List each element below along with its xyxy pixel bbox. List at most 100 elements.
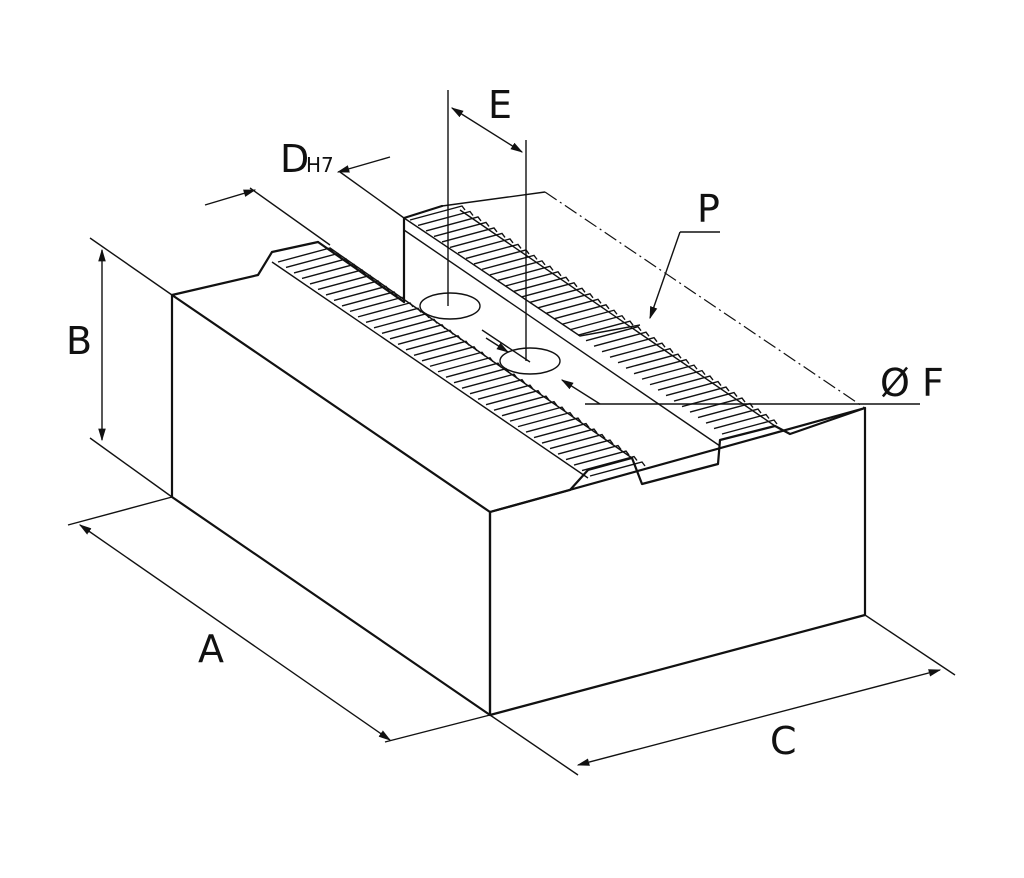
serration-tooth: [481, 254, 538, 271]
serration-tooth: [381, 318, 438, 335]
serration-tooth: [617, 347, 674, 364]
serration-tooth: [437, 356, 494, 373]
serration-tooth: [469, 378, 526, 395]
leader-f: [560, 379, 601, 405]
serration-tooth: [457, 238, 514, 254]
serration-tooth: [585, 325, 642, 342]
serration-tooth: [405, 334, 462, 351]
groove-lines: [271, 209, 776, 479]
serration-tooth: [505, 271, 562, 287]
serration-tooth: [333, 285, 390, 302]
dimension-d: [204, 156, 405, 246]
serration-tooth: [301, 263, 358, 280]
serration-tooth: [545, 298, 602, 314]
serration-tooth: [681, 391, 738, 408]
serration-tooth: [577, 320, 634, 336]
serration-tooth: [525, 417, 582, 433]
serration-tooth: [557, 439, 614, 455]
serration-tooth: [593, 331, 650, 347]
serration-tooth: [541, 428, 598, 444]
serration-tooth: [389, 324, 446, 340]
serration-tooth: [429, 351, 486, 367]
serration-tooth: [441, 227, 498, 243]
serration-tooth: [397, 329, 454, 345]
serration-tooth: [509, 406, 566, 422]
serration-tooth: [285, 252, 342, 269]
serration-tooth: [309, 269, 366, 285]
serration-tooth: [565, 444, 622, 461]
serration-tooth: [409, 205, 466, 221]
serrations-right: [409, 205, 778, 435]
serration-tooth: [461, 373, 518, 389]
dimension-b: [89, 237, 173, 498]
serration-tooth: [533, 422, 590, 439]
serration-tooth: [649, 369, 706, 386]
serration-tooth: [293, 258, 350, 274]
serration-tooth: [625, 353, 682, 369]
label-c: C: [770, 719, 797, 763]
serration-tooth: [589, 461, 646, 477]
serrations-left: [277, 247, 646, 477]
serration-tooth: [493, 395, 550, 411]
serration-tooth: [713, 413, 770, 430]
label-b: B: [66, 319, 92, 363]
serration-tooth: [373, 313, 430, 329]
serration-tooth: [513, 276, 570, 293]
label-a: A: [198, 627, 224, 671]
serration-tooth: [517, 411, 574, 428]
serration-tooth: [465, 243, 522, 260]
serration-tooth: [449, 232, 506, 249]
serration-tooth: [689, 397, 746, 413]
serration-tooth: [489, 260, 546, 276]
serration-tooth: [521, 282, 578, 298]
dimension-e: [447, 90, 527, 361]
serration-tooth: [325, 280, 382, 296]
label-e: E: [488, 83, 512, 127]
serration-tooth: [657, 375, 714, 391]
serration-tooth: [529, 287, 586, 303]
serration-tooth: [497, 265, 554, 282]
serration-tooth: [445, 362, 502, 378]
construction-lines: [441, 191, 920, 409]
serration-tooth: [601, 336, 658, 353]
serration-tooth: [573, 450, 630, 466]
serration-tooth: [433, 221, 490, 238]
serration-tooth: [673, 386, 730, 402]
serration-tooth: [705, 408, 762, 424]
serration-tooth: [341, 291, 398, 307]
serration-tooth: [357, 302, 414, 318]
serration-tooth: [349, 296, 406, 313]
serration-tooth: [421, 345, 478, 362]
leader-p: [649, 231, 720, 320]
serration-tooth: [549, 433, 606, 450]
serration-tooth: [477, 384, 534, 400]
bolt-holes: [419, 292, 561, 375]
serration-tooth: [365, 307, 422, 324]
serration-tooth: [453, 367, 510, 384]
serration-tooth: [537, 292, 594, 309]
serration-tooth: [277, 247, 334, 263]
label-d: D: [280, 137, 309, 181]
label-d-subscript: H7: [306, 153, 334, 177]
serration-tooth: [569, 314, 626, 331]
dimension-a: [67, 496, 491, 743]
serration-tooth: [553, 303, 610, 320]
label-f: Ø F: [880, 361, 944, 405]
serration-tooth: [721, 419, 778, 435]
serration-tooth: [485, 389, 542, 406]
serration-tooth: [317, 274, 374, 291]
serration-tooth: [417, 210, 474, 227]
dimension-c: [489, 614, 956, 776]
serration-tooth: [501, 400, 558, 417]
serration-tooth: [413, 340, 470, 356]
serration-tooth: [581, 455, 638, 472]
label-p: P: [697, 187, 720, 231]
serration-tooth: [633, 358, 690, 375]
serration-tooth: [425, 216, 482, 232]
serration-tooth: [665, 380, 722, 397]
serration-tooth: [641, 364, 698, 380]
serration-tooth: [561, 309, 618, 325]
serration-tooth: [609, 342, 666, 358]
